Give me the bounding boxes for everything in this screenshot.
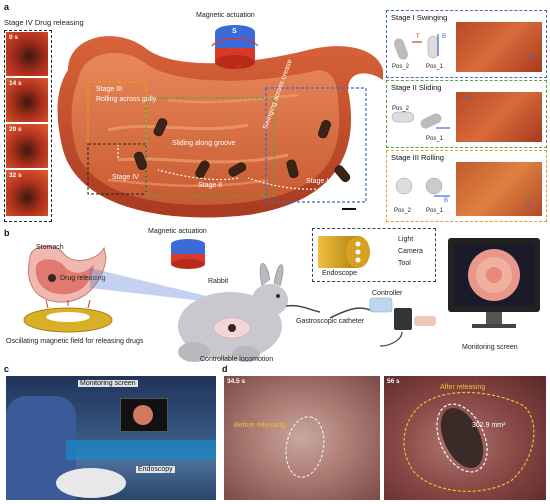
timestamp-4: 32 s — [9, 172, 22, 179]
oscillating-label: Oscillating magnetic field for releasing… — [6, 338, 144, 345]
monitoring-label-c: Monitoring screen — [78, 380, 138, 387]
label-stage4: Stage IV — [112, 174, 139, 181]
stage2-schematic — [391, 111, 450, 129]
stage2-pos1: Pos_1 — [426, 136, 444, 142]
stage2-pos2: Pos_2 — [392, 106, 410, 112]
controllable-label: Controllable locomotion — [200, 356, 274, 363]
endoscopy-frame-before: 34.5 s Before releasing — [224, 376, 380, 500]
controller-label: Controller — [372, 290, 403, 297]
strip-photo-1: 0 s — [6, 32, 48, 76]
stage4-title: Stage IV Drug releasing — [4, 18, 84, 27]
stage1-photo: H — [456, 22, 542, 72]
stage3-schematic — [395, 177, 450, 197]
stage3-pos1: Pos_1 — [426, 208, 444, 214]
stage1-pos1: Pos_1 — [426, 64, 444, 70]
controller-illustration — [330, 297, 436, 347]
before-label: Before releasing — [234, 422, 285, 429]
label-stage2: Stage II — [198, 182, 223, 189]
stage3-title: Stage III Rolling — [391, 153, 444, 162]
tool-label: Tool — [398, 260, 411, 267]
stage1-h: H — [528, 56, 533, 62]
strip-photo-2: 14 s — [6, 78, 48, 122]
panel-b-letter: b — [4, 228, 10, 238]
stage2-h: H — [466, 96, 471, 102]
procedure-photo — [6, 376, 216, 500]
stage2-title: Stage II Sliding — [391, 83, 442, 92]
strip-photo-3: 29 s — [6, 124, 48, 168]
magnet-n-label: N — [236, 64, 242, 71]
timestamp-2: 14 s — [9, 80, 22, 87]
stage3-photo: H — [456, 162, 542, 216]
label-sliding: Sliding along groove — [172, 140, 236, 147]
rabbit-label: Rabbit — [208, 278, 229, 285]
stage2-photo: H — [456, 92, 542, 142]
stomach-label-b: Stomach — [36, 244, 64, 251]
magnetic-actuation-b: Magnetic actuation — [148, 228, 207, 235]
after-label: After releasing — [440, 384, 486, 391]
rabbit-illustration — [178, 263, 320, 362]
timestamp-3: 29 s — [9, 126, 22, 133]
stage3-h: H — [526, 202, 531, 208]
label-stage1: Stage I — [306, 178, 329, 185]
magnetic-actuation-a: Magnetic actuation — [196, 12, 255, 19]
camera-label: Camera — [398, 248, 423, 255]
catheter-label: Gastroscopic catheter — [296, 318, 365, 325]
endoscope-tip — [318, 236, 370, 268]
table-in-photo — [66, 440, 216, 460]
magnet-icon-b — [171, 239, 205, 269]
label-rolling: Rolling across gully — [96, 96, 157, 103]
stage3-pos2: Pos_2 — [394, 208, 412, 214]
stage4-strip — [4, 30, 52, 222]
drug-region-outline — [403, 391, 535, 492]
oscillating-coil — [23, 300, 113, 333]
stage1-title: Stage I Swinging — [391, 13, 448, 22]
monitor-illustration — [448, 238, 540, 328]
panel-c-letter: c — [4, 364, 10, 374]
magnet-icon-a — [211, 25, 259, 69]
monitoring-label-b: Monitoring screen — [462, 344, 518, 351]
drug-releasing-label: Drug releasing — [60, 275, 106, 282]
stage1-t: T — [416, 34, 420, 40]
stage3-b: B — [444, 198, 449, 204]
capsule-outline-before — [280, 413, 330, 481]
time-after: 56 s — [387, 378, 400, 385]
monitor-in-photo — [120, 398, 168, 432]
endoscope-label: Endoscope — [322, 270, 358, 277]
magnet-s-label: S — [232, 28, 237, 35]
strip-photo-4: 32 s — [6, 170, 48, 216]
stage1-b: B — [442, 34, 447, 40]
stage1-pos2: Pos_2 — [392, 64, 410, 70]
label-stage3: Stage III — [96, 86, 123, 93]
stomach-schematic-b — [28, 245, 107, 303]
panel-d-letter: d — [222, 364, 228, 374]
stage1-schematic — [393, 34, 439, 60]
area-label: 302.9 mm² — [472, 422, 506, 429]
light-label: Light — [398, 236, 414, 243]
rabbit-in-photo — [56, 468, 126, 498]
endoscopy-label-c: Endoscopy — [136, 466, 175, 473]
timestamp-1: 0 s — [9, 34, 19, 41]
time-before: 34.5 s — [227, 378, 246, 385]
stomach-illustration — [57, 36, 384, 218]
endoscopy-frame-after: 56 s After releasing 302.9 mm² — [384, 376, 546, 500]
panel-a-letter: a — [4, 2, 10, 12]
